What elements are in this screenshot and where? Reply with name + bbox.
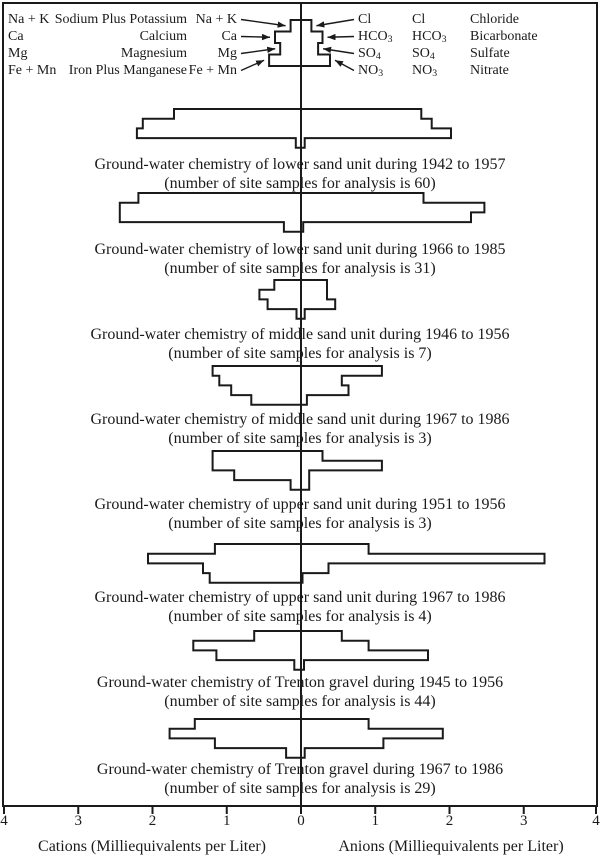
cation-name: Sodium Plus Potassium (54, 12, 187, 27)
legend-cation-row: Ca Calcium (8, 28, 187, 45)
stiff-shape-7 (192, 630, 429, 671)
stiff-shape-2 (118, 192, 486, 233)
diagram-subcaption: (number of site samples for analysis is … (164, 693, 436, 710)
legend-anion-arrow-label: HCO3 (358, 29, 393, 45)
legend-cation-row: Fe + Mn Iron Plus Manganese (8, 62, 187, 79)
diagram-subcaption: (number of site samples for analysis is … (164, 780, 436, 797)
cation-symbol: Ca (8, 29, 24, 44)
legend-cation-arrow-label: Ca (221, 29, 237, 44)
legend-anion-row: NO3 Nitrate (412, 62, 594, 79)
anion-symbol: HCO3 (412, 29, 447, 45)
diagram-subcaption: (number of site samples for analysis is … (164, 260, 436, 277)
diagram-caption: Ground-water chemistry of middle sand un… (90, 411, 510, 428)
diagram-subcaption: (number of site samples for analysis is … (168, 608, 432, 625)
axis-tick-label: 0 (297, 813, 305, 829)
stiff-shape-8 (168, 718, 444, 759)
cation-name: Iron Plus Manganese (68, 63, 187, 78)
legend-cation-arrow (240, 59, 265, 72)
axis-tick-label: 4 (592, 813, 600, 829)
legend-anion-arrow (316, 18, 355, 28)
diagram-caption: Ground-water chemistry of Trenton gravel… (96, 674, 504, 691)
legend-anion-row: Cl Chloride (412, 11, 594, 28)
legend-anion-arrow-label: SO4 (358, 46, 381, 62)
legend-example-stiff-shape (268, 19, 331, 67)
cation-symbol: Mg (8, 46, 28, 61)
cation-name: Magnesium (120, 46, 187, 61)
axis-tick-label: 2 (445, 813, 454, 829)
stiff-shape-4 (211, 365, 383, 406)
diagram-caption: Ground-water chemistry of lower sand uni… (94, 156, 506, 173)
anion-name: Nitrate (470, 63, 509, 78)
axis-tick-label: 4 (0, 813, 8, 829)
diagram-caption: Ground-water chemistry of upper sand uni… (94, 496, 506, 513)
legend-cation-row: Na + K Sodium Plus Potassium (8, 11, 187, 28)
legend-cation-row: Mg Magnesium (8, 45, 187, 62)
legend-cation-arrow-label: Fe + Mn (188, 63, 237, 78)
legend-anion-row: SO4 Sulfate (412, 45, 594, 62)
anion-symbol: SO4 (412, 46, 435, 62)
anion-name: Chloride (470, 12, 519, 27)
cation-name: Calcium (139, 29, 187, 44)
legend-anion-row: HCO3 Bicarbonate (412, 28, 594, 45)
axis-tick-label: 3 (520, 813, 528, 829)
cation-symbol: Fe + Mn (8, 63, 57, 78)
diagram-subcaption: (number of site samples for analysis is … (168, 345, 432, 362)
diagram-caption: Ground-water chemistry of middle sand un… (90, 326, 510, 343)
legend-cation-arrow (240, 46, 276, 55)
diagram-caption: Ground-water chemistry of lower sand uni… (94, 241, 506, 258)
legend-cation-arrow-label: Na + K (195, 12, 237, 27)
cation-symbol: Na + K (8, 12, 50, 27)
anion-symbol: Cl (412, 12, 426, 27)
diagram-subcaption: (number of site samples for analysis is … (168, 430, 432, 447)
legend-cation-arrow (240, 33, 271, 41)
anions-axis-label: Anions (Milliequivalents per Liter) (338, 838, 564, 855)
diagram-caption: Ground-water chemistry of upper sand uni… (94, 589, 506, 606)
axis-tick-label: 2 (148, 813, 157, 829)
axis-tick-label: 1 (223, 813, 231, 829)
axis-tick-label: 1 (371, 813, 380, 829)
legend-anion-arrow (334, 59, 355, 72)
diagram-caption: Ground-water chemistry of Trenton gravel… (96, 761, 504, 778)
legend-anion-arrow-label: Cl (358, 12, 372, 27)
stiff-shape-6 (147, 543, 546, 584)
legend-anion-arrow-label: NO3 (358, 63, 384, 79)
axis-tick-label: 3 (74, 813, 83, 829)
stiff-shape-5 (211, 450, 383, 491)
anion-name: Bicarbonate (470, 29, 538, 44)
stiff-shape-3 (258, 279, 337, 320)
stiff-shape-1 (135, 108, 452, 149)
legend-anion-arrow (322, 46, 355, 55)
anion-symbol: NO3 (412, 63, 438, 79)
legend-anion-arrow (327, 33, 355, 41)
diagram-subcaption: (number of site samples for analysis is … (168, 515, 432, 532)
legend-cation-arrow (240, 18, 286, 28)
legend-cation-arrow-label: Mg (217, 46, 237, 61)
anion-name: Sulfate (470, 46, 510, 61)
cations-axis-label: Cations (Milliequivalents per Liter) (38, 838, 266, 855)
diagram-subcaption: (number of site samples for analysis is … (164, 175, 436, 192)
